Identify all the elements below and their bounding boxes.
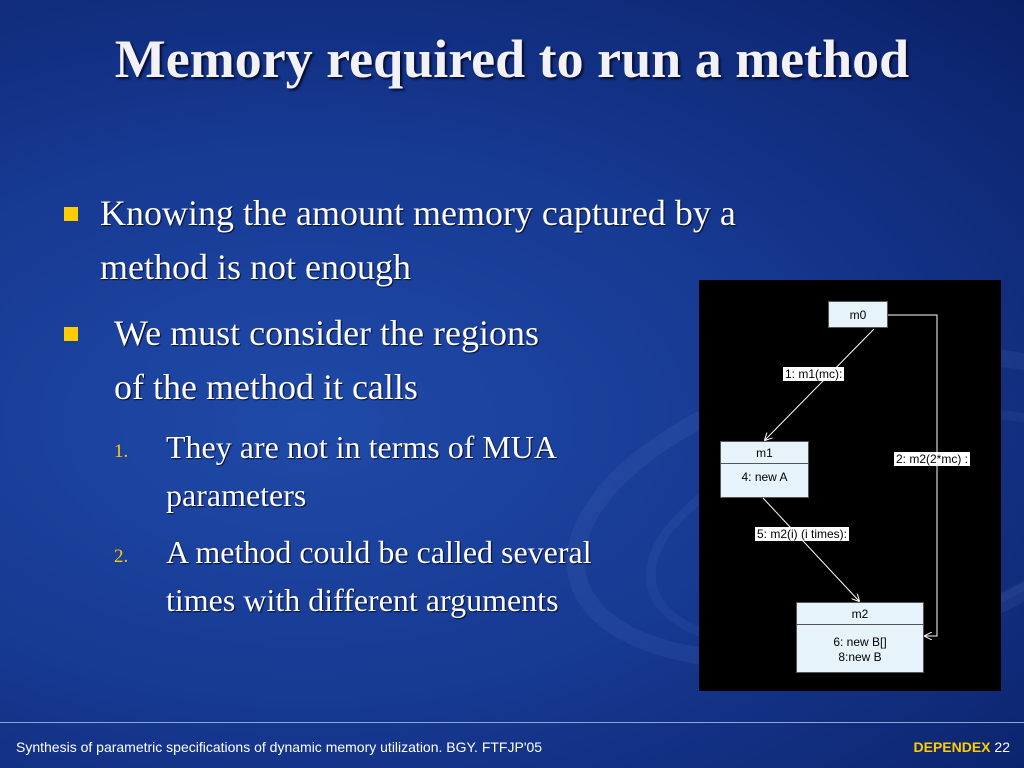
footer-citation: Synthesis of parametric specifications o… bbox=[16, 739, 543, 755]
object-m2-body-line-1: 6: new B[] bbox=[833, 635, 887, 649]
call-label-2: 2: m2(2*mc) : bbox=[894, 452, 971, 466]
arrow-m0-to-m2 bbox=[888, 314, 938, 636]
object-m2: m2 6: new B[] 8:new B bbox=[796, 602, 924, 673]
arrow-m0-to-m1 bbox=[765, 328, 875, 440]
bullet-2-line-1: We must consider the regions bbox=[114, 313, 540, 353]
slide-title: Memory required to run a method bbox=[114, 29, 910, 89]
bullet-1-line-2: method is not enough bbox=[100, 247, 411, 287]
object-m2-body-line-2: 8:new B bbox=[838, 650, 882, 664]
subitem-1-number: 1. bbox=[114, 441, 129, 462]
bullet-1-line-1: Knowing the amount memory captured by a bbox=[100, 193, 736, 233]
subitem-2-line-2: times with different arguments bbox=[166, 582, 559, 618]
bullet-marker bbox=[64, 207, 78, 221]
object-m2-name: m2 bbox=[797, 603, 923, 625]
footer-right: DEPENDEX 22 bbox=[914, 739, 1011, 755]
footer-divider bbox=[0, 722, 1024, 723]
object-m1: m1 4: new A bbox=[720, 441, 809, 498]
subitem-2-number: 2. bbox=[114, 546, 129, 567]
call-label-1: 1: m1(mc): bbox=[783, 367, 845, 381]
object-m1-body: 4: new A bbox=[741, 470, 788, 484]
subitem-1-line-2: parameters bbox=[166, 477, 307, 513]
subitem-1-line-1: They are not in terms of MUA bbox=[166, 429, 558, 465]
call-label-5: 5: m2(i) (i times): bbox=[755, 527, 849, 541]
bullet-2-line-2: of the method it calls bbox=[114, 367, 418, 407]
object-m0-name: m0 bbox=[849, 308, 867, 322]
arrow-m1-to-m2 bbox=[762, 497, 859, 601]
subitem-2-line-1: A method could be called several bbox=[166, 534, 592, 570]
bullet-marker bbox=[64, 327, 78, 341]
call-diagram: m0 m1 4: new A m2 6: new B[] 8:new B 1: … bbox=[699, 280, 1001, 691]
footer-brand: DEPENDEX bbox=[913, 739, 991, 755]
object-m0: m0 bbox=[828, 301, 888, 328]
page-number: 22 bbox=[994, 739, 1010, 755]
object-m1-name: m1 bbox=[721, 442, 808, 464]
diagram-arrows bbox=[762, 314, 938, 691]
